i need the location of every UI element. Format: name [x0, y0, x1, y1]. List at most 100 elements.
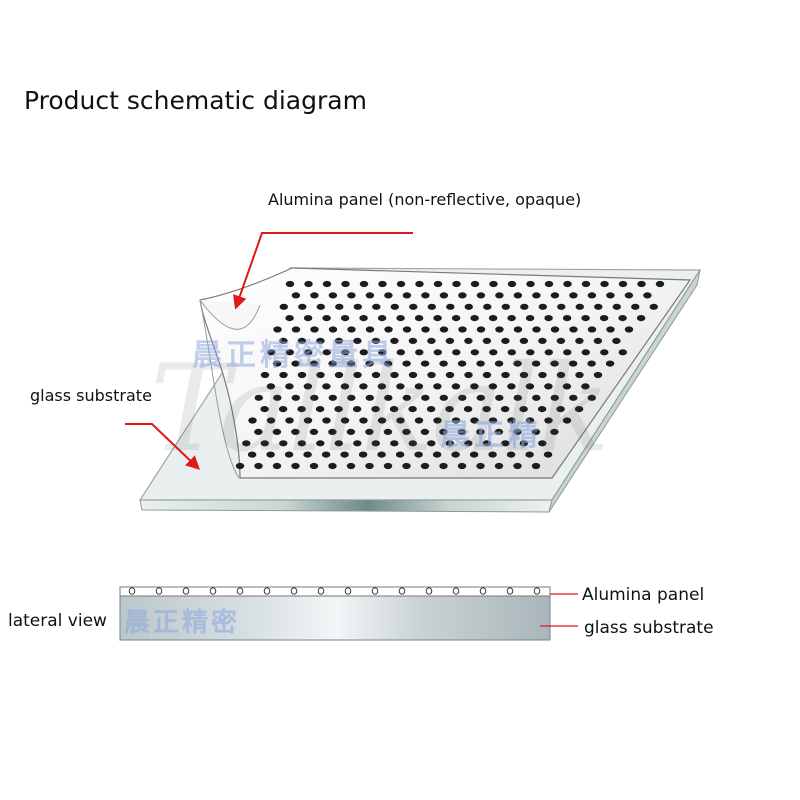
perforation-hole: [464, 440, 473, 447]
perforation-hole: [556, 406, 565, 413]
perforation-hole: [531, 428, 541, 435]
perforation-hole: [384, 292, 393, 299]
alumina-panel-label: Alumina panel (non-reflective, opaque): [268, 190, 582, 209]
perforation-hole: [563, 280, 572, 288]
perforation-hole: [532, 326, 541, 333]
perforation-hole: [414, 451, 423, 458]
perforation-hole: [328, 326, 338, 333]
perforation-hole: [395, 451, 405, 458]
perforation-hole: [445, 371, 455, 379]
perforation-hole: [359, 383, 368, 390]
perforation-hole: [408, 337, 418, 344]
perforation-hole: [532, 292, 541, 299]
perforation-hole: [458, 394, 467, 401]
perforation-hole: [390, 371, 399, 379]
perforation-hole: [272, 428, 282, 435]
perforation-hole: [525, 451, 534, 458]
perforation-hole: [390, 303, 399, 310]
perforation-hole: [513, 394, 522, 401]
perforation-hole: [260, 371, 270, 379]
perforation-hole: [519, 371, 529, 379]
perforation-hole: [569, 326, 578, 333]
perforation-hole: [451, 451, 460, 458]
perforation-hole: [439, 462, 448, 470]
perforation-hole: [291, 462, 300, 470]
perforation-hole: [421, 292, 430, 299]
perforation-hole: [538, 337, 547, 344]
perforation-hole: [476, 394, 485, 401]
perforation-hole: [396, 280, 406, 288]
perforation-hole: [476, 462, 485, 470]
perforation-hole: [365, 428, 374, 435]
perforation-hole: [513, 292, 523, 299]
perforation-hole: [587, 394, 596, 401]
perforation-hole: [316, 371, 325, 379]
perforation-hole: [581, 280, 591, 288]
perforation-hole: [562, 417, 572, 424]
perforation-hole: [402, 394, 411, 401]
perforation-hole: [346, 360, 356, 367]
perforation-hole: [501, 303, 510, 310]
perforation-hole: [377, 383, 387, 390]
perforation-hole: [599, 315, 609, 322]
perforation-hole: [309, 360, 319, 367]
perforation-hole: [346, 428, 356, 435]
perforation-hole: [494, 462, 504, 470]
perforation-hole: [507, 417, 516, 424]
perforation-hole: [581, 315, 590, 322]
perforation-hole: [402, 428, 411, 435]
perforation-hole: [649, 303, 658, 310]
lateral-perforation-holes: [128, 587, 541, 595]
perforation-hole: [593, 337, 603, 344]
perforation-hole: [544, 315, 553, 322]
perforation-hole: [526, 280, 535, 288]
perforation-hole: [396, 315, 405, 322]
perforation-hole: [550, 360, 559, 367]
perforation-hole: [383, 360, 393, 367]
perforation-hole: [525, 315, 535, 322]
perforation-hole: [335, 303, 344, 310]
perforation-hole: [273, 394, 282, 401]
perforation-hole: [488, 383, 498, 390]
perforation-hole: [464, 303, 473, 310]
perforation-hole: [322, 349, 331, 356]
perforation-hole: [383, 462, 393, 470]
perforation-hole: [420, 462, 430, 470]
perforation-hole: [371, 371, 381, 379]
perforation-hole: [525, 417, 535, 424]
perforation-hole: [432, 451, 442, 458]
perforation-hole: [285, 349, 294, 356]
perforation-hole: [581, 349, 590, 356]
perforation-hole: [377, 451, 386, 458]
perforation-hole: [359, 280, 369, 288]
lateral-perforation-hole: [479, 587, 487, 595]
perforation-hole: [396, 349, 405, 356]
perforation-hole: [402, 360, 411, 367]
lateral-perforation-hole: [290, 587, 298, 595]
perforation-hole: [266, 451, 275, 458]
lateral-perforation-hole: [533, 587, 541, 595]
perforation-hole: [377, 315, 387, 322]
perforation-hole: [310, 326, 319, 333]
perforation-hole: [235, 462, 245, 470]
perforation-hole: [513, 462, 522, 470]
perforation-hole: [557, 303, 566, 310]
perforation-hole: [538, 303, 547, 310]
perforation-hole: [433, 315, 442, 322]
perforation-hole: [291, 292, 301, 299]
lateral-perforation-hole: [371, 587, 379, 595]
perforation-hole: [470, 315, 479, 322]
perforation-hole: [390, 337, 399, 344]
perforation-hole: [636, 315, 646, 322]
perforation-hole: [581, 383, 590, 390]
perforation-hole: [427, 371, 436, 379]
perforation-hole: [506, 451, 516, 458]
perforation-hole: [495, 292, 504, 299]
perforation-hole: [266, 383, 276, 390]
perforation-hole: [248, 417, 257, 424]
perforation-hole: [297, 337, 307, 344]
perforation-hole: [340, 315, 350, 322]
perforation-hole: [550, 292, 560, 299]
perforation-hole: [543, 451, 553, 458]
